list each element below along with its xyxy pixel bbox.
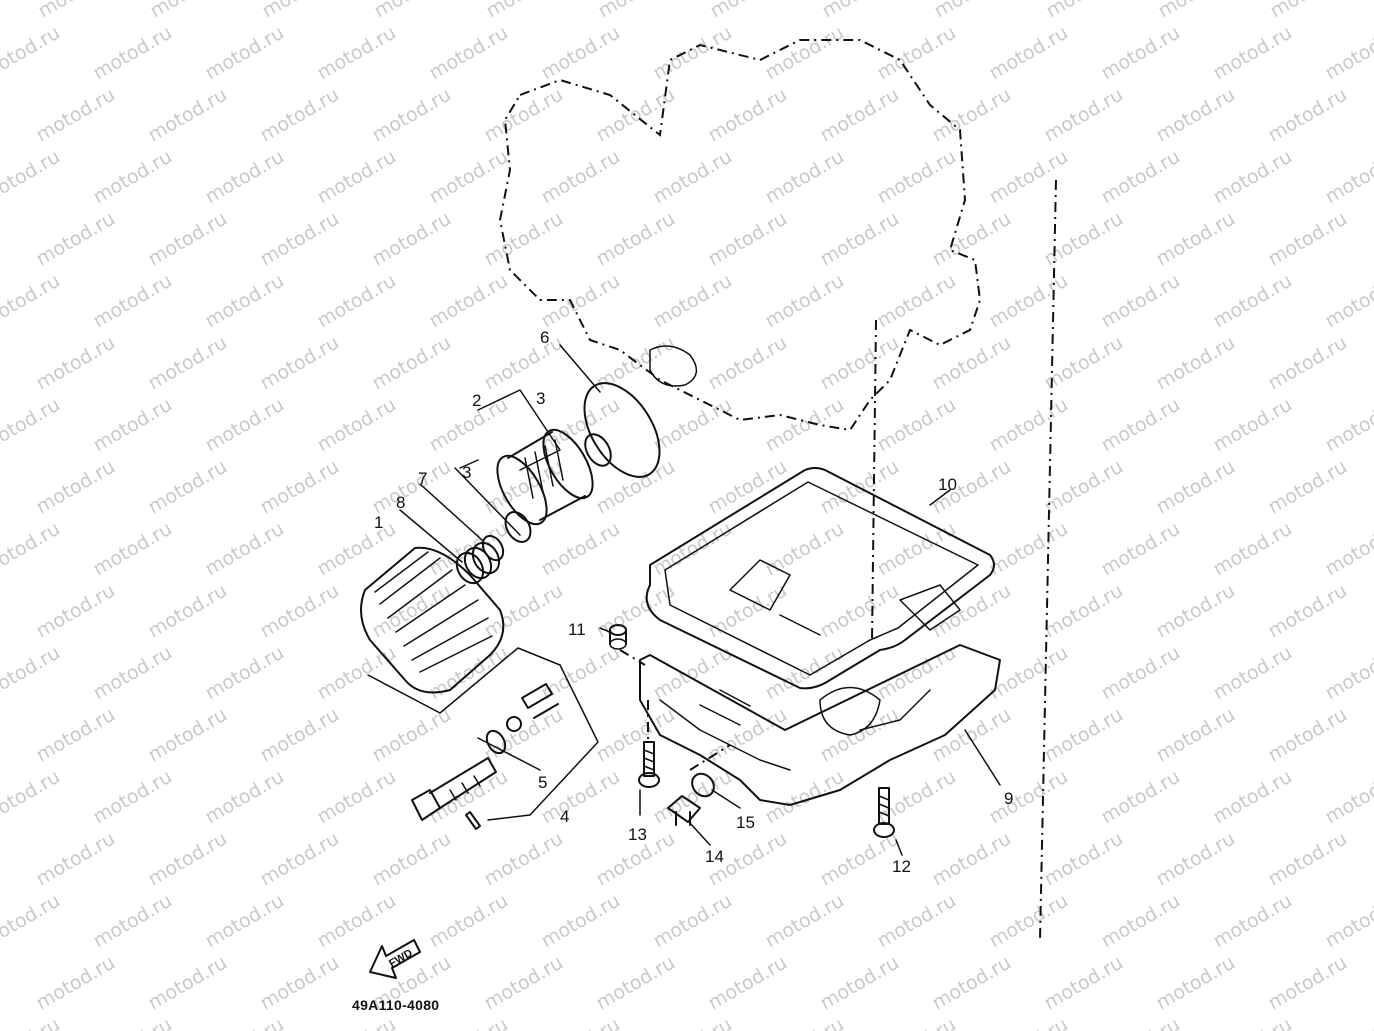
callout-8: 8 xyxy=(396,493,405,512)
o-ring xyxy=(583,382,661,478)
callout-10: 10 xyxy=(938,475,957,494)
callout-9: 9 xyxy=(1004,789,1013,808)
fwd-arrow-icon: FWD xyxy=(369,939,421,979)
callout-6: 6 xyxy=(540,328,549,347)
callout-5: 5 xyxy=(538,773,547,792)
part-code-label: 49A110-4080 xyxy=(352,997,440,1013)
oil-pan-gasket xyxy=(645,467,995,690)
filter-cover xyxy=(360,546,505,694)
callout-3-bottom: 3 xyxy=(462,463,471,482)
center-line xyxy=(1039,179,1057,941)
callout-2: 2 xyxy=(472,391,481,410)
fwd-label: FWD xyxy=(387,947,415,970)
oil-pan-bolt-long xyxy=(873,787,895,838)
callout-13: 13 xyxy=(628,825,647,844)
engine-drain-boss xyxy=(649,345,698,387)
drain-axis-line xyxy=(871,319,877,641)
callout-12: 12 xyxy=(892,857,911,876)
callout-11: 11 xyxy=(568,620,586,639)
relief-valve-spring xyxy=(521,683,559,719)
relief-valve-pin xyxy=(465,811,481,830)
filter-spring xyxy=(455,541,501,585)
engine-outline xyxy=(498,39,982,432)
dowel-pin xyxy=(609,624,627,650)
relief-valve-ball xyxy=(506,716,522,732)
relief-valve-bolt xyxy=(411,757,497,821)
oil-filter-element xyxy=(496,428,594,526)
callout-15: 15 xyxy=(736,813,755,832)
callout-14: 14 xyxy=(705,847,724,866)
callout-4: 4 xyxy=(560,807,569,826)
oil-pan-bolt-short xyxy=(638,741,660,788)
callout-1: 1 xyxy=(374,513,383,532)
callout-3-top: 3 xyxy=(536,389,545,408)
filter-washer-bottom xyxy=(504,511,532,543)
relief-valve-gasket xyxy=(485,729,507,755)
drain-gasket xyxy=(691,772,715,798)
drain-bolt xyxy=(667,795,701,826)
callout-7: 7 xyxy=(418,469,427,488)
filter-washer-top xyxy=(584,433,612,467)
